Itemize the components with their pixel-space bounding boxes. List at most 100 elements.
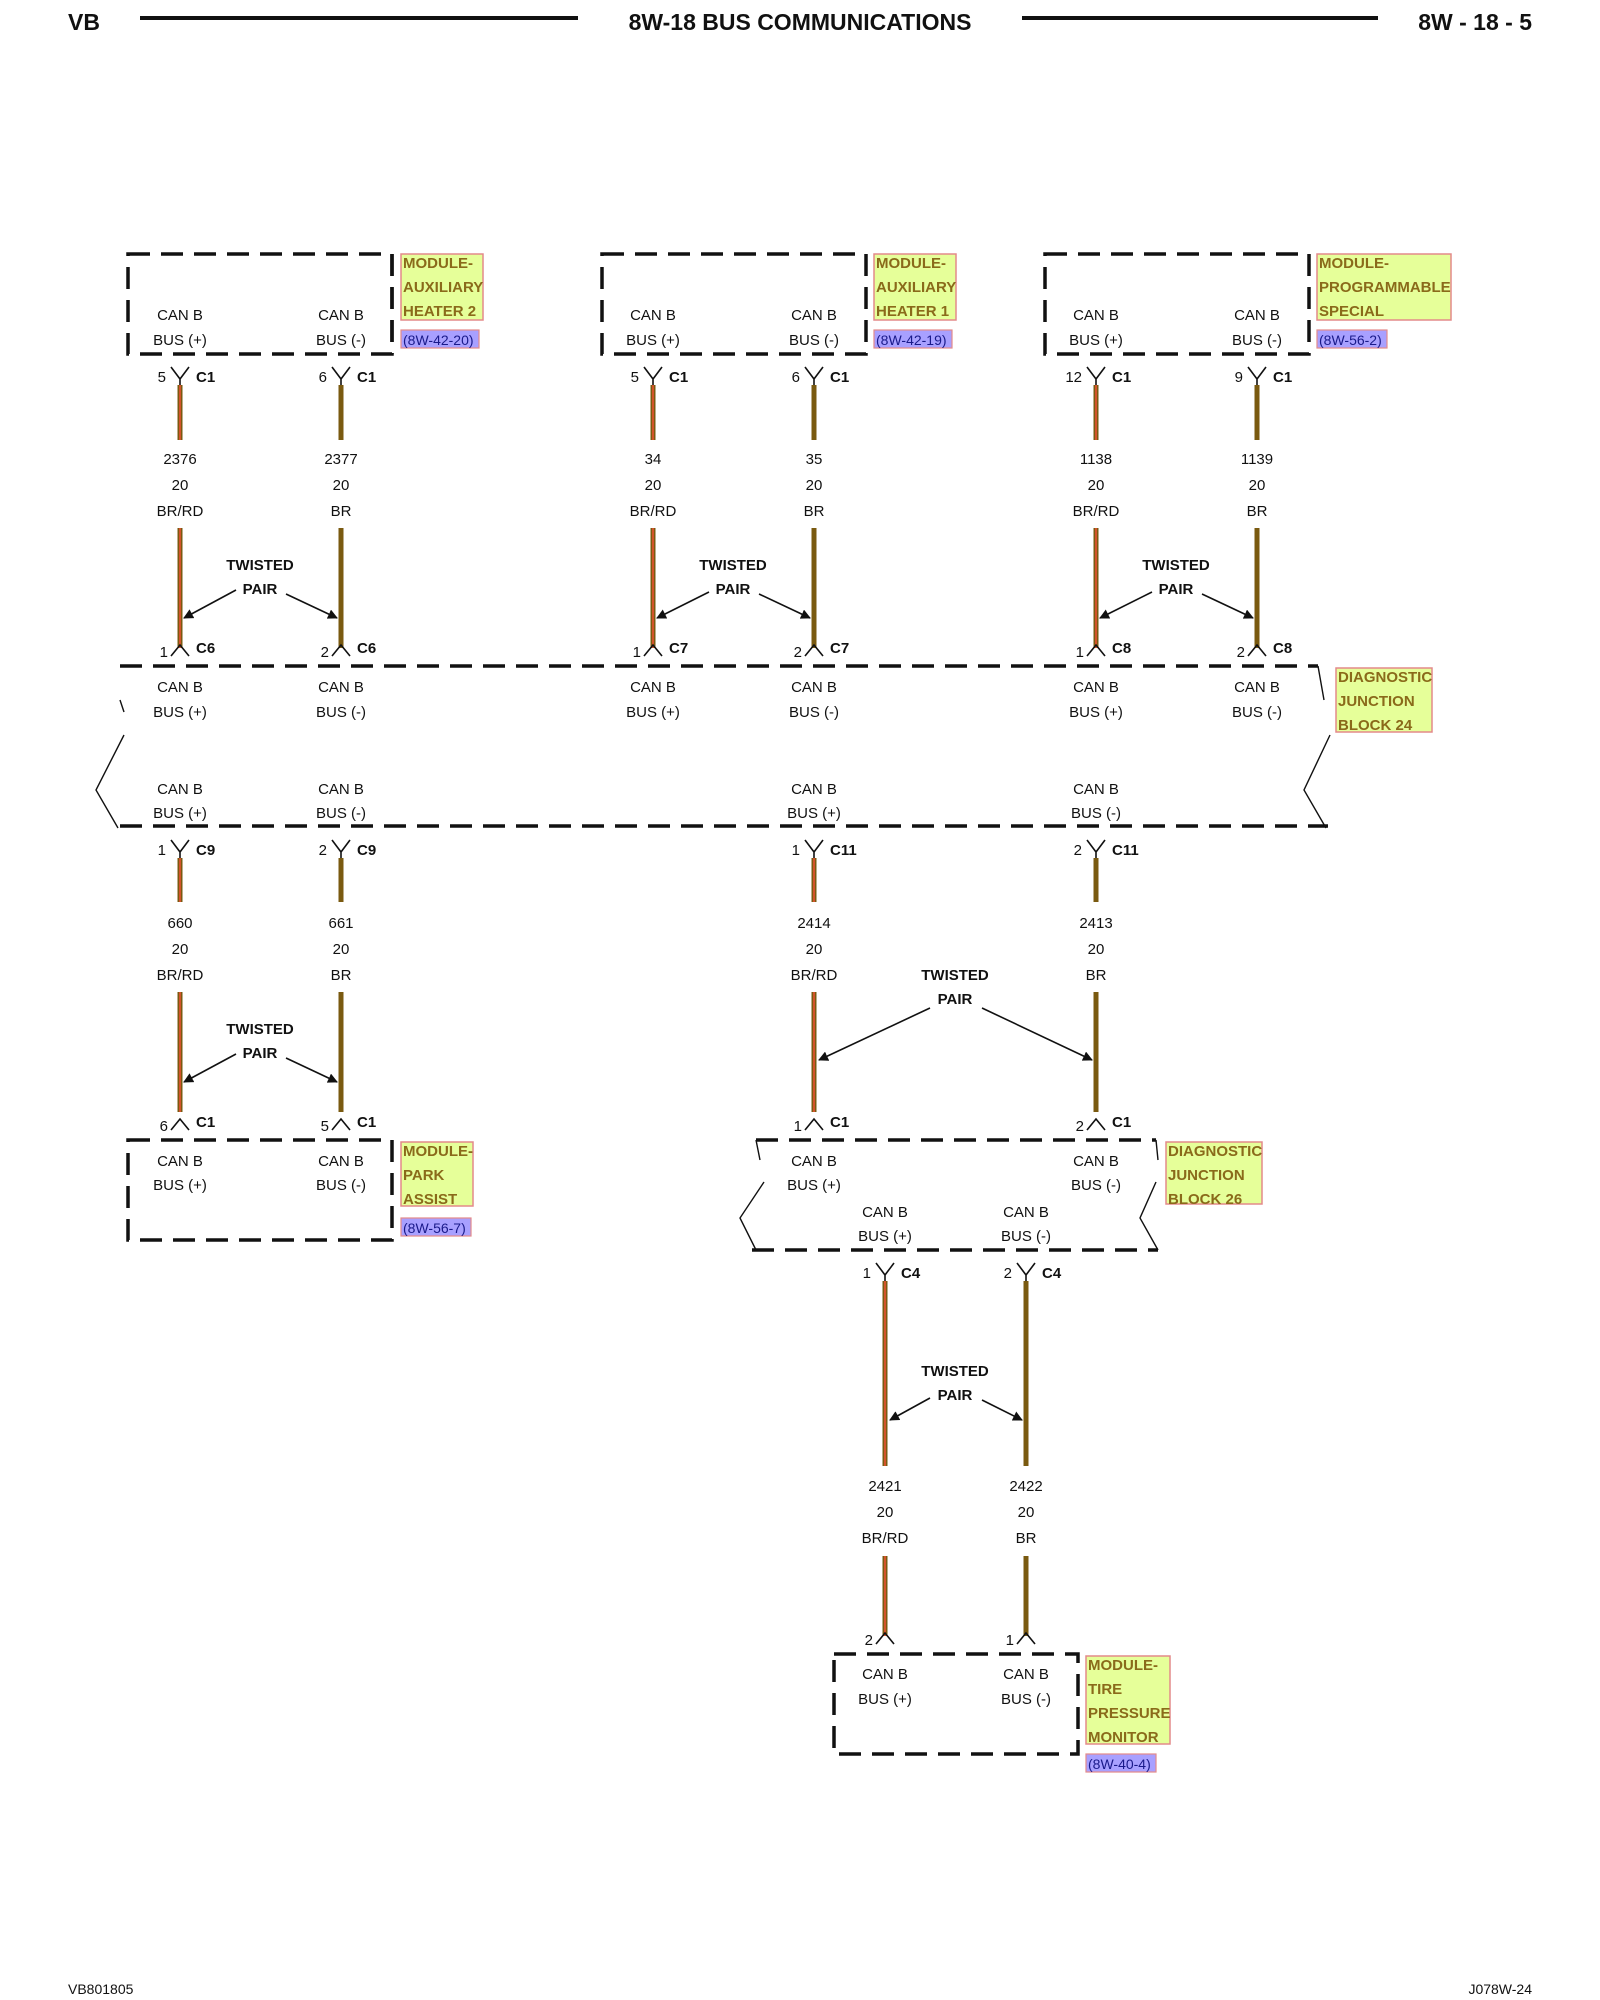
svg-text:PROGRAMMABLE: PROGRAMMABLE [1319, 279, 1451, 296]
bus-neg-text: BUS (-) [1001, 1228, 1051, 1245]
page-title: 8W-18 BUS COMMUNICATIONS [629, 9, 972, 35]
bus-pos-text: BUS (+) [626, 704, 680, 721]
module-label-aux-heater-1[interactable]: MODULE- AUXILIARY HEATER 1 [873, 253, 957, 321]
connector-pin: 6 C1 [319, 366, 376, 386]
bus-pos-text: BUS (+) [858, 1691, 912, 1708]
bus-neg-text: BUS (-) [316, 332, 366, 349]
wire-circuit: 2421 [868, 1478, 901, 1495]
svg-text:C1: C1 [669, 369, 688, 386]
module-label-djb24[interactable]: DIAGNOSTIC JUNCTION BLOCK 24 [1335, 667, 1433, 734]
can-b-text: CAN B [630, 307, 676, 324]
bus-pos-text: BUS (+) [153, 1177, 207, 1194]
svg-text:TWISTED: TWISTED [226, 557, 294, 574]
svg-text:12: 12 [1065, 369, 1082, 386]
can-b-text: CAN B [157, 679, 203, 696]
twisted-pair-annotation: TWISTED PAIR [889, 1363, 1023, 1421]
svg-text:C1: C1 [830, 1114, 849, 1131]
bus-pos-text: BUS (+) [626, 332, 680, 349]
svg-text:C6: C6 [196, 640, 215, 657]
djb26-box [739, 1138, 1159, 1252]
svg-text:AUXILIARY: AUXILIARY [876, 279, 956, 296]
module-label-djb26[interactable]: DIAGNOSTIC JUNCTION BLOCK 26 [1165, 1141, 1263, 1208]
can-b-text: CAN B [630, 679, 676, 696]
svg-text:C8: C8 [1112, 640, 1131, 657]
bus-neg-text: BUS (-) [1232, 704, 1282, 721]
module-label-tire-pressure-monitor[interactable]: MODULE- TIRE PRESSURE MONITOR [1085, 1655, 1171, 1746]
connector-pin: 6 C1 [792, 366, 849, 386]
svg-text:C9: C9 [357, 842, 376, 859]
wire-color: BR [331, 967, 352, 984]
wire-color: BR/RD [1073, 503, 1120, 520]
page-number: 8W - 18 - 5 [1418, 9, 1532, 35]
svg-text:6: 6 [160, 1118, 168, 1135]
wire-circuit: 2376 [163, 451, 196, 468]
wire-gauge: 20 [806, 941, 823, 958]
bus-pos-text: BUS (+) [1069, 332, 1123, 349]
svg-text:SPECIAL: SPECIAL [1319, 303, 1384, 320]
svg-text:TWISTED: TWISTED [699, 557, 767, 574]
svg-text:2: 2 [865, 1632, 873, 1649]
svg-text:JUNCTION: JUNCTION [1168, 1167, 1245, 1184]
connector-pin: 1 [1006, 1631, 1036, 1649]
wire-gauge: 20 [645, 477, 662, 494]
svg-text:AUXILIARY: AUXILIARY [403, 279, 483, 296]
svg-text:C4: C4 [901, 1265, 921, 1282]
svg-text:TWISTED: TWISTED [921, 967, 989, 984]
twisted-pair-annotation: TWISTED PAIR [1099, 557, 1254, 619]
svg-text:PAIR: PAIR [243, 581, 278, 598]
svg-text:MODULE-: MODULE- [876, 255, 946, 272]
svg-text:1: 1 [158, 842, 166, 859]
svg-text:C1: C1 [357, 369, 376, 386]
ref-link-tire-pressure-monitor[interactable]: (8W-40-4) [1085, 1753, 1157, 1773]
svg-text:MODULE-: MODULE- [1319, 255, 1389, 272]
wire-color: BR [1247, 503, 1268, 520]
can-b-text: CAN B [318, 307, 364, 324]
module-label-programmable-special[interactable]: MODULE- PROGRAMMABLE SPECIAL [1316, 253, 1452, 321]
wire-gauge: 20 [1088, 477, 1105, 494]
connector-pin: 1 C8 [1076, 640, 1132, 661]
connector-pin: 2 C6 [321, 640, 377, 661]
svg-text:JUNCTION: JUNCTION [1338, 693, 1415, 710]
ref-link-aux-heater-1[interactable]: (8W-42-19) [873, 329, 953, 349]
svg-text:9: 9 [1235, 369, 1243, 386]
svg-text:C1: C1 [1112, 1114, 1131, 1131]
bus-pos-text: BUS (+) [787, 805, 841, 822]
svg-text:HEATER 1: HEATER 1 [876, 303, 949, 320]
wire-circuit: 660 [167, 915, 192, 932]
svg-text:2: 2 [321, 644, 329, 661]
bus-pos-text: BUS (+) [153, 332, 207, 349]
connector-pin: 1 C11 [792, 839, 857, 859]
footer-figure-id: J078W-24 [1468, 1981, 1532, 1997]
ref-link-programmable-special[interactable]: (8W-56-2) [1316, 329, 1388, 349]
can-b-text: CAN B [157, 307, 203, 324]
svg-text:5: 5 [158, 369, 166, 386]
module-label-aux-heater-2[interactable]: MODULE- AUXILIARY HEATER 2 [400, 253, 484, 321]
svg-text:HEATER 2: HEATER 2 [403, 303, 476, 320]
bus-neg-text: BUS (-) [1232, 332, 1282, 349]
connector-pin: 6 C1 [160, 1114, 216, 1135]
wire-color: BR [1016, 1530, 1037, 1547]
bus-neg-text: BUS (-) [316, 1177, 366, 1194]
wire-gauge: 20 [877, 1504, 894, 1521]
connector-pin: 2 C8 [1237, 640, 1293, 661]
wire-circuit: 35 [806, 451, 823, 468]
connector-pin: 2 C11 [1074, 839, 1139, 859]
bus-neg-text: BUS (-) [1001, 1691, 1051, 1708]
module-label-park-assist[interactable]: MODULE- PARK ASSIST [400, 1141, 474, 1208]
connector-pin: 2 C4 [1004, 1262, 1062, 1282]
svg-text:MODULE-: MODULE- [1088, 1657, 1158, 1674]
ref-link-park-assist[interactable]: (8W-56-7) [400, 1217, 472, 1237]
connector-pin: 2 C7 [794, 640, 850, 661]
bus-pos-text: BUS (+) [787, 1177, 841, 1194]
djb24-box [95, 664, 1331, 829]
can-b-text: CAN B [157, 781, 203, 798]
svg-text:TWISTED: TWISTED [1142, 557, 1210, 574]
wire-color: BR/RD [630, 503, 677, 520]
svg-text:5: 5 [321, 1118, 329, 1135]
bus-pos-text: BUS (+) [858, 1228, 912, 1245]
svg-text:DIAGNOSTIC: DIAGNOSTIC [1168, 1143, 1262, 1160]
svg-text:6: 6 [792, 369, 800, 386]
svg-text:2: 2 [794, 644, 802, 661]
bus-neg-text: BUS (-) [316, 704, 366, 721]
ref-link-aux-heater-2[interactable]: (8W-42-20) [400, 329, 480, 349]
